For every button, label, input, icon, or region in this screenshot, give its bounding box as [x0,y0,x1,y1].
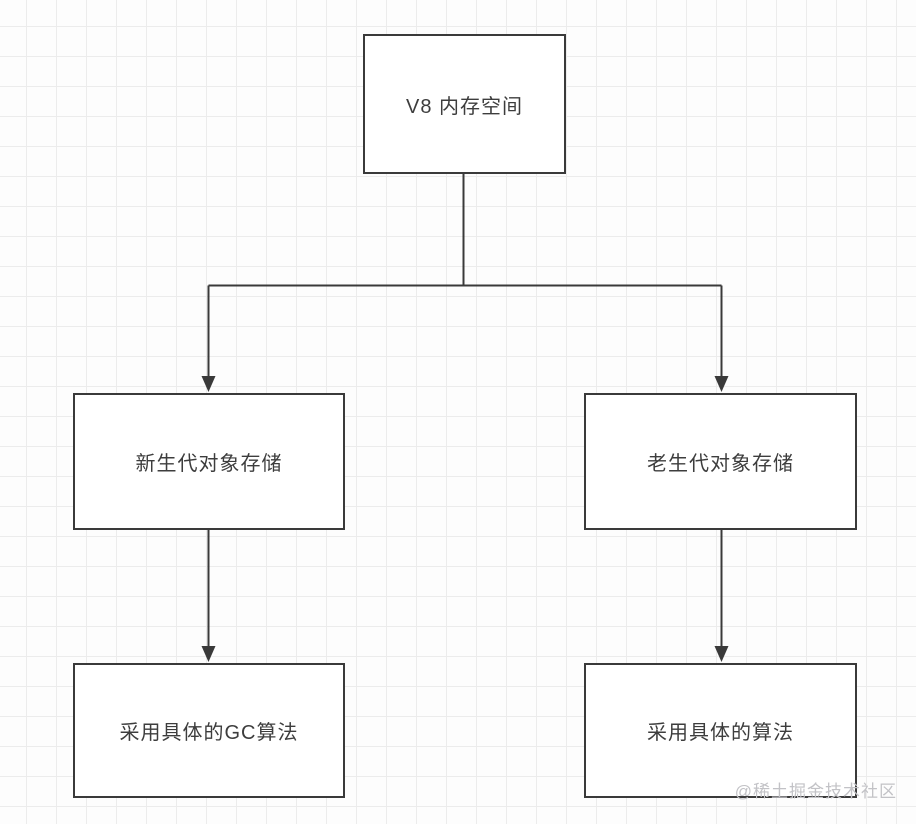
node-new-generation-label: 新生代对象存储 [135,453,283,475]
arrowhead-old-generation [714,376,729,392]
node-old-gen-gc: 采用具体的算法 [584,663,857,798]
node-v8-memory: V8 内存空间 [363,34,566,174]
arrowhead-old-gen-gc [714,646,729,662]
arrowhead-new-generation [201,376,216,392]
arrowhead-new-gen-gc [201,646,216,662]
node-new-generation: 新生代对象存储 [73,393,345,530]
node-new-gen-gc: 采用具体的GC算法 [73,663,345,798]
node-old-generation: 老生代对象存储 [584,393,857,530]
node-v8-memory-label: V8 内存空间 [405,95,524,118]
watermark: @稀土掘金技术社区 [734,782,897,801]
node-old-gen-gc-label: 采用具体的算法 [647,722,794,744]
node-old-generation-label: 老生代对象存储 [647,453,794,475]
node-new-gen-gc-label: 采用具体的GC算法 [119,722,299,744]
